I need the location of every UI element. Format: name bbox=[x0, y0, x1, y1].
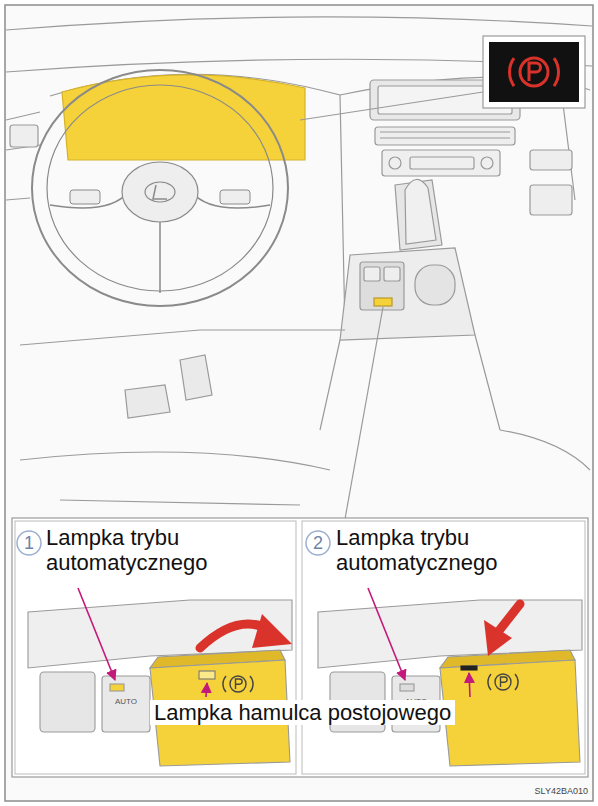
callout-circle bbox=[17, 531, 41, 555]
dashboard-drawing bbox=[6, 17, 592, 30]
switch-panel-one bbox=[28, 600, 292, 766]
steering-wheel bbox=[145, 182, 175, 202]
switch-panel-two bbox=[400, 684, 414, 691]
warning-lamp-callout bbox=[509, 58, 558, 86]
callout-number: 2 bbox=[308, 531, 328, 555]
callout-number: 1 bbox=[19, 531, 39, 555]
dashboard-drawing bbox=[481, 157, 493, 169]
dashboard-drawing bbox=[6, 112, 40, 200]
switch-panel-one bbox=[102, 676, 150, 732]
dashboard-drawing bbox=[530, 185, 572, 215]
leader-line bbox=[368, 588, 405, 680]
switch-panel-one bbox=[28, 600, 292, 668]
inset-frame bbox=[12, 518, 588, 777]
switch-panel-two bbox=[461, 666, 477, 670]
callout-circle bbox=[306, 531, 330, 555]
switch-panel-two bbox=[488, 674, 518, 690]
warning-lamp-callout bbox=[529, 63, 541, 81]
steering-wheel bbox=[32, 70, 288, 306]
dashboard-drawing bbox=[6, 17, 592, 505]
steering-wheel bbox=[153, 185, 167, 199]
dashboard-drawing bbox=[410, 157, 474, 169]
switch-panel-one bbox=[40, 672, 95, 732]
callout-line bbox=[300, 92, 483, 120]
push-arrow bbox=[484, 604, 520, 656]
part-label: Lampka trybu automatycznego bbox=[336, 525, 556, 576]
dashboard-drawing bbox=[180, 355, 212, 400]
dashboard-drawing bbox=[384, 267, 400, 281]
pull-arrow bbox=[200, 614, 292, 648]
dashboard-drawing bbox=[60, 500, 300, 505]
steering-wheel bbox=[32, 70, 288, 306]
switch-panel-two bbox=[318, 600, 582, 668]
warning-lamp-callout bbox=[520, 58, 548, 86]
part-label: Lampka hamulca postojowego bbox=[150, 700, 455, 725]
outer-frame bbox=[5, 5, 593, 801]
dashboard-drawing bbox=[340, 248, 475, 340]
switch-panel-one bbox=[199, 671, 215, 679]
dashboard-drawing bbox=[360, 262, 404, 310]
push-arrow bbox=[484, 620, 512, 656]
inset-frame bbox=[15, 521, 296, 774]
warning-lamp-callout bbox=[483, 36, 585, 108]
dashboard-drawing bbox=[20, 330, 500, 430]
leader-line bbox=[206, 683, 207, 697]
dashboard-drawing bbox=[380, 132, 510, 138]
dashboard-drawing bbox=[364, 267, 380, 281]
dashboard-drawing bbox=[374, 298, 392, 306]
dashboard-drawing bbox=[125, 385, 170, 418]
switch-panel-two bbox=[495, 674, 511, 690]
part-label: Lampka trybu automatycznego bbox=[46, 525, 256, 576]
leader-line bbox=[469, 673, 470, 697]
steering-wheel bbox=[220, 190, 250, 204]
switch-panel-one bbox=[236, 679, 243, 689]
switch-panel-two bbox=[501, 677, 508, 687]
dashboard-drawing bbox=[375, 127, 515, 145]
warning-lamp-callout bbox=[483, 36, 585, 108]
push-arrow bbox=[498, 604, 520, 632]
figure-code: SLY42BA010 bbox=[470, 786, 588, 796]
dashboard-drawing bbox=[382, 150, 500, 176]
steering-wheel bbox=[122, 162, 198, 222]
zoom-line bbox=[345, 307, 383, 519]
leader-line bbox=[78, 588, 470, 697]
dashboard-drawing bbox=[530, 150, 572, 170]
leader-line bbox=[78, 588, 115, 680]
dashboard-drawing bbox=[395, 180, 442, 250]
dashboard-drawing bbox=[405, 179, 436, 244]
switch-panel-one bbox=[223, 676, 253, 692]
switch-panel-one bbox=[230, 676, 246, 692]
dashboard-drawing bbox=[20, 430, 590, 470]
warning-lamp-callout bbox=[489, 42, 579, 102]
dashboard-drawing bbox=[389, 157, 401, 169]
pull-arrow bbox=[252, 614, 292, 648]
switch-panel-two bbox=[318, 600, 582, 766]
switch-panel-two bbox=[440, 660, 580, 766]
switch-panel-one bbox=[110, 684, 124, 691]
callout-line bbox=[300, 92, 483, 120]
steering-wheel bbox=[70, 190, 100, 204]
button-marking: AUTO bbox=[104, 697, 148, 706]
dashboard-drawing bbox=[415, 265, 455, 305]
dashboard-drawing bbox=[10, 125, 38, 147]
zoom-line bbox=[345, 307, 383, 519]
outer-frame bbox=[5, 5, 593, 801]
inset-frame bbox=[302, 521, 585, 774]
inset-frame bbox=[12, 518, 588, 777]
